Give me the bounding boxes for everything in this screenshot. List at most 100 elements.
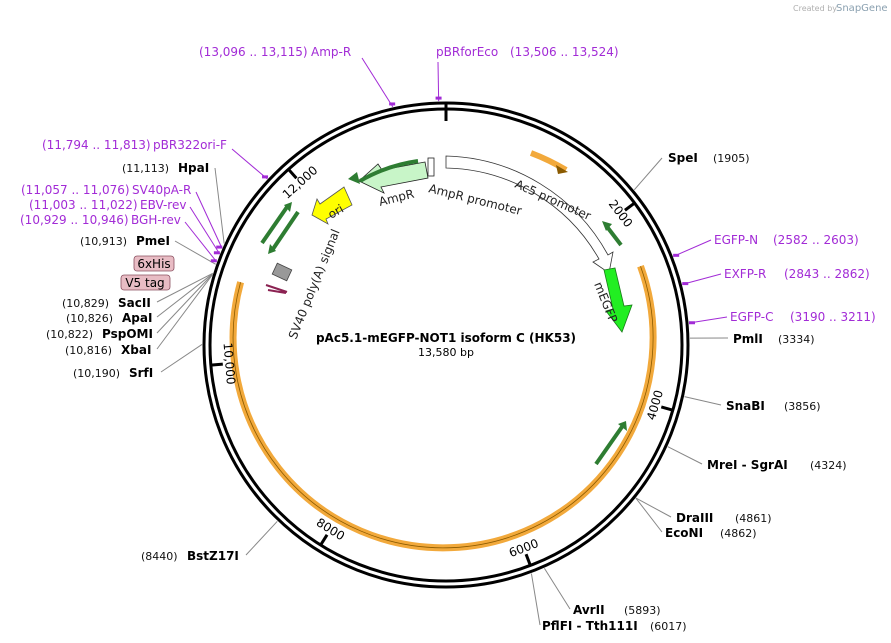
primer-label-egfp-c: EGFP-C bbox=[730, 310, 773, 324]
primer-range-sv40pa-r: (11,057 .. 11,076) bbox=[21, 183, 130, 197]
site-leader-pflfi-tth111i bbox=[530, 573, 541, 626]
site-leader-spei bbox=[633, 157, 663, 191]
primer-range-exfp-r: (2843 .. 2862) bbox=[784, 267, 870, 281]
primer-leader-bgh-rev bbox=[184, 221, 218, 263]
site-label-snabi: SnaBI bbox=[726, 399, 765, 413]
site-leader-srfi bbox=[160, 344, 203, 373]
feature-label-ampr: AmpR bbox=[377, 187, 415, 209]
primer-range-pbrforeco: (13,506 .. 13,524) bbox=[510, 45, 619, 59]
site-pos-draiii: (4861) bbox=[735, 512, 772, 525]
site-pos-xbai: (10,816) bbox=[65, 344, 112, 357]
site-label-xbai: XbaI bbox=[121, 343, 151, 357]
primer-leader-pbrforeco bbox=[437, 61, 440, 102]
site-label-pspomi: PspOMI bbox=[102, 327, 153, 341]
site-leader-pspomi bbox=[156, 273, 213, 334]
primer-leader-ebv-rev bbox=[189, 206, 221, 255]
primer-label-sv40pa-r: SV40pA-R bbox=[132, 183, 191, 197]
site-pos-mrei-sgrai: (4324) bbox=[810, 459, 847, 472]
megfp-arrow bbox=[603, 267, 633, 333]
tick-mark bbox=[287, 168, 298, 180]
sv40-polya-box bbox=[271, 262, 293, 282]
tick-mark bbox=[319, 534, 329, 546]
site-label-pmli: PmlI bbox=[733, 332, 763, 346]
primer-label-bgh-rev: BGH-rev bbox=[131, 213, 181, 227]
site-pos-avrii: (5893) bbox=[624, 604, 661, 617]
primer-marker-pbr322ori-f bbox=[262, 175, 269, 179]
site-pos-pflfi-tth111i: (6017) bbox=[650, 620, 687, 633]
site-pos-apai: (10,826) bbox=[66, 312, 113, 325]
ampr-direction-line bbox=[358, 159, 419, 183]
site-label-srfi: SrfI bbox=[129, 366, 153, 380]
primer-range-egfp-n: (2582 .. 2603) bbox=[773, 233, 859, 247]
primer-label-pbr322ori-f: pBR322ori-F bbox=[153, 138, 227, 152]
site-leader-draiii bbox=[635, 497, 672, 518]
primer-leader-amp-r bbox=[361, 57, 394, 108]
orf-band-line bbox=[232, 266, 654, 549]
primer-marker-egfp-n bbox=[673, 253, 680, 257]
primer-label-pbrforeco: pBRforEco bbox=[436, 45, 498, 59]
site-pos-hpai: (11,113) bbox=[122, 162, 169, 175]
plasmid-name: pAc5.1-mEGFP-NOT1 isoform C (HK53) bbox=[316, 331, 576, 345]
site-leader-snabi bbox=[684, 396, 722, 406]
site-pos-bstz17i: (8440) bbox=[141, 550, 178, 563]
site-leader-bstz17i bbox=[245, 520, 278, 556]
site-label-bstz17i: BstZ17I bbox=[187, 549, 239, 563]
primer-label-exfp-r: EXFP-R bbox=[724, 267, 766, 281]
tick-mark bbox=[210, 362, 223, 367]
ori-arrow bbox=[311, 186, 353, 225]
site-pos-sacii: (10,829) bbox=[62, 297, 109, 310]
tag-box-v5 bbox=[120, 274, 171, 291]
primer-marker-pbrforeco bbox=[435, 96, 442, 100]
site-leader-apai bbox=[156, 273, 213, 318]
site-pos-pmli: (3334) bbox=[778, 333, 815, 346]
site-label-hpai: HpaI bbox=[178, 161, 209, 175]
tick-mark bbox=[660, 405, 674, 412]
feature-label-sv40-polya: SV40 poly(A) signal bbox=[286, 227, 343, 341]
primer-label-egfp-n: EGFP-N bbox=[714, 233, 758, 247]
feature-label-ac5-promoter: Ac5 promoter bbox=[513, 177, 593, 223]
tick-label: 10,000 bbox=[220, 342, 238, 385]
ampr-promoter-box bbox=[427, 157, 435, 177]
primer-marker-bgh-rev bbox=[210, 259, 217, 263]
site-label-sacii: SacII bbox=[118, 296, 151, 310]
tick-mark bbox=[524, 553, 532, 566]
credit-brand: SnapGene bbox=[836, 3, 888, 14]
backbone-inner-ring bbox=[208, 107, 684, 583]
primer-leader-sv40pa-r bbox=[195, 191, 223, 249]
site-pos-pspomi: (10,822) bbox=[46, 328, 93, 341]
site-label-pmei: PmeI bbox=[136, 234, 170, 248]
primer-label-ebv-rev: EBV-rev bbox=[140, 198, 186, 212]
primer-range-amp-r: (13,096 .. 13,115) bbox=[199, 45, 308, 59]
primer-range-egfp-c: (3190 .. 3211) bbox=[790, 310, 876, 324]
primer-leader-pbr322ori-f bbox=[231, 148, 268, 180]
primer-leader-egfp-n bbox=[673, 239, 712, 257]
primer-marker-egfp-c bbox=[688, 321, 695, 325]
site-label-pflfi-tth111i: PflFI - Tth111I bbox=[542, 619, 638, 633]
tag-marks bbox=[265, 284, 288, 294]
site-pos-econi: (4862) bbox=[720, 527, 757, 540]
primer-range-pbr322ori-f: (11,794 .. 11,813) bbox=[42, 138, 151, 152]
feature-label-ampr-promoter: AmpR promoter bbox=[427, 181, 523, 218]
tick-mark bbox=[624, 201, 636, 212]
primer-marker-exfp-r bbox=[682, 282, 689, 286]
tag-box-6xhis bbox=[133, 255, 175, 272]
primer-range-ebv-rev: (11,003 .. 11,022) bbox=[29, 198, 138, 212]
site-pos-srfi: (10,190) bbox=[73, 367, 120, 380]
leader-layer bbox=[156, 57, 729, 626]
primer-marker-ebv-rev bbox=[213, 251, 220, 255]
tag-label-v5: V5 tag bbox=[125, 276, 164, 290]
plasmid-size: 13,580 bp bbox=[418, 346, 474, 359]
upper-right-orange-arc bbox=[529, 150, 568, 173]
primer-marker-sv40pa-r bbox=[216, 245, 223, 249]
site-leader-hpai bbox=[214, 167, 225, 244]
primer-leader-exfp-r bbox=[682, 273, 722, 285]
backbone-outer-ring bbox=[202, 101, 690, 589]
ampr-direction-arrowhead bbox=[348, 172, 360, 184]
site-leader-sacii bbox=[156, 272, 213, 303]
feature-label-ori: ori bbox=[326, 202, 347, 222]
primer-leader-egfp-c bbox=[688, 316, 728, 324]
site-label-avrii: AvrII bbox=[573, 603, 605, 617]
site-leader-econi bbox=[635, 497, 663, 533]
site-pos-spei: (1905) bbox=[713, 152, 750, 165]
